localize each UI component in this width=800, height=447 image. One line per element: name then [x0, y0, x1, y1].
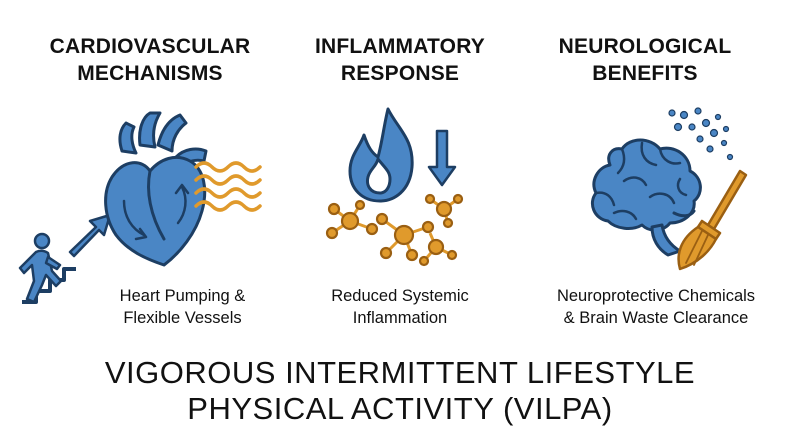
stair-climber-icon — [18, 232, 63, 304]
arrow-down-icon — [427, 129, 457, 187]
inflammatory-illustration — [325, 107, 464, 267]
main-title: VIGOROUS INTERMITTENT LIFESTYLE PHYSICAL… — [104, 355, 696, 426]
inflammatory-title: INFLAMMATORY RESPONSE — [315, 35, 485, 85]
cardiovascular-illustration — [18, 111, 262, 304]
neurological-title: NEUROLOGICAL BENEFITS — [558, 35, 732, 85]
cardiovascular-title: CARDIOVASCULAR MECHANISMS — [49, 35, 251, 85]
inflammatory-caption: Reduced Systemic Inflammation — [331, 287, 469, 327]
heart-icon — [104, 111, 208, 267]
cardiovascular-caption: Heart Pumping & Flexible Vessels — [119, 287, 246, 327]
arrow-up-right-icon — [68, 213, 112, 258]
wavy-lines-icon — [194, 161, 262, 212]
broom-icon — [677, 169, 748, 271]
neurological-column: NEUROLOGICAL BENEFITS — [520, 0, 800, 345]
inflammatory-column: INFLAMMATORY RESPONSE — [290, 0, 510, 345]
molecule-cluster-icon — [325, 193, 464, 267]
dust-particles-icon — [668, 107, 734, 161]
brain-icon — [591, 138, 702, 257]
flame-icon — [348, 107, 414, 203]
cardiovascular-column: CARDIOVASCULAR MECHANISMS — [0, 0, 270, 345]
neurological-illustration — [591, 107, 748, 271]
neurological-caption: Neuroprotective Chemicals & Brain Waste … — [556, 287, 756, 327]
